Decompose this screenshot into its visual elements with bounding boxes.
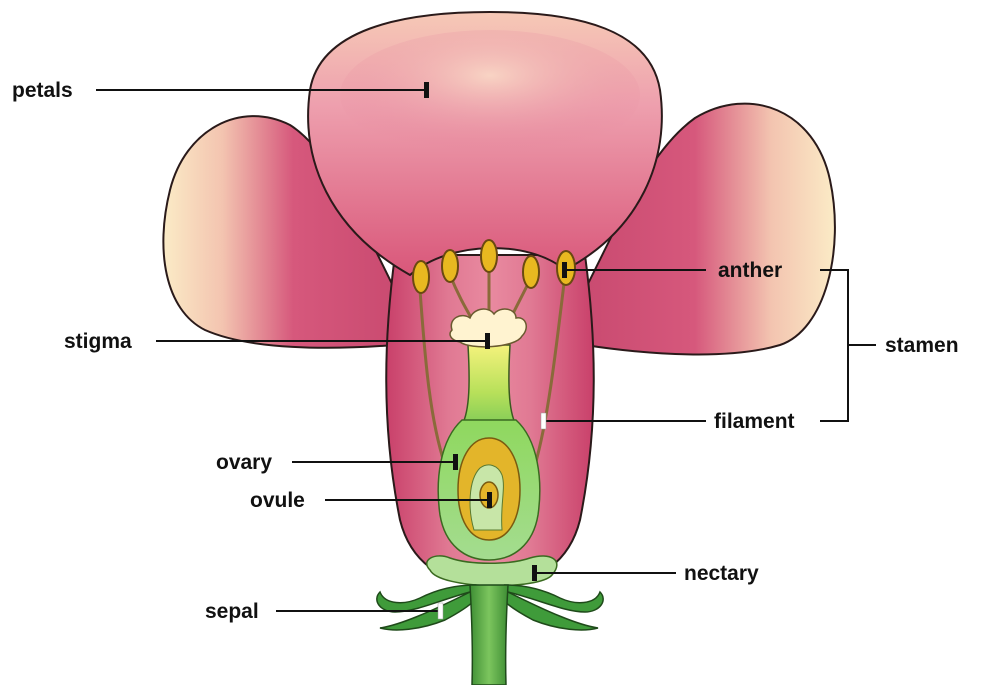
anther-label: anther — [718, 259, 782, 282]
filament-label: filament — [714, 410, 795, 433]
stem — [470, 585, 508, 685]
nectary-label: nectary — [684, 562, 759, 585]
ovule-label: ovule — [250, 489, 305, 512]
sepal-label: sepal — [205, 600, 259, 623]
stigma-label: stigma — [64, 330, 132, 353]
ovary-label: ovary — [216, 451, 272, 474]
style — [462, 345, 516, 425]
stamen-label: stamen — [885, 334, 959, 357]
petals-label: petals — [12, 79, 73, 102]
